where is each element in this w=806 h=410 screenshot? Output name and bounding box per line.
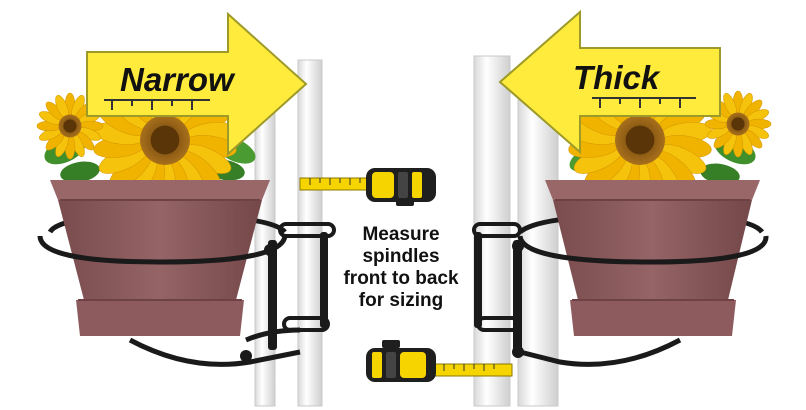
right-flower-pot	[545, 180, 760, 336]
right-bracket-ring-front	[517, 235, 769, 265]
right-planter-assembly: Thick	[366, 9, 772, 407]
left-clamp-bar	[268, 240, 277, 350]
left-clamp-bar-front	[320, 232, 328, 328]
left-spindle-front	[297, 59, 323, 407]
left-bracket-base	[128, 337, 301, 367]
left-flower-pot	[50, 180, 270, 336]
sunflower-small-right	[704, 90, 772, 158]
right-clamp-upper	[472, 222, 522, 238]
left-clamp-knob-bottom	[240, 350, 252, 362]
right-clamp-bar-front	[474, 232, 482, 328]
left-clamp-upper	[278, 222, 336, 238]
arrow-right-icon: Narrow	[86, 11, 308, 157]
left-planter-assembly: Narrow	[36, 11, 436, 407]
right-clamp-knob-bottom	[512, 346, 524, 358]
sunflower-small-left	[36, 92, 104, 160]
sizing-caption: Measure spindles front to back for sizin…	[325, 224, 477, 312]
right-clamp-bar	[513, 240, 522, 352]
caption-line-4: for sizing	[358, 290, 444, 311]
narrow-label: Narrow	[120, 61, 236, 98]
right-spindle-front	[473, 55, 511, 407]
tape-measure-icon	[299, 168, 436, 206]
caption-line-2: spindles	[362, 246, 440, 267]
caption-line-1: Measure	[362, 224, 440, 245]
right-bracket-base	[519, 337, 682, 367]
left-clamp-knob-top	[264, 244, 276, 256]
arrow-left-icon: Thick	[498, 9, 721, 155]
right-clamp-knob-top	[512, 240, 524, 252]
thick-label: Thick	[573, 59, 661, 96]
caption-line-3: front to back	[343, 268, 459, 289]
tape-measure-icon	[366, 340, 513, 382]
